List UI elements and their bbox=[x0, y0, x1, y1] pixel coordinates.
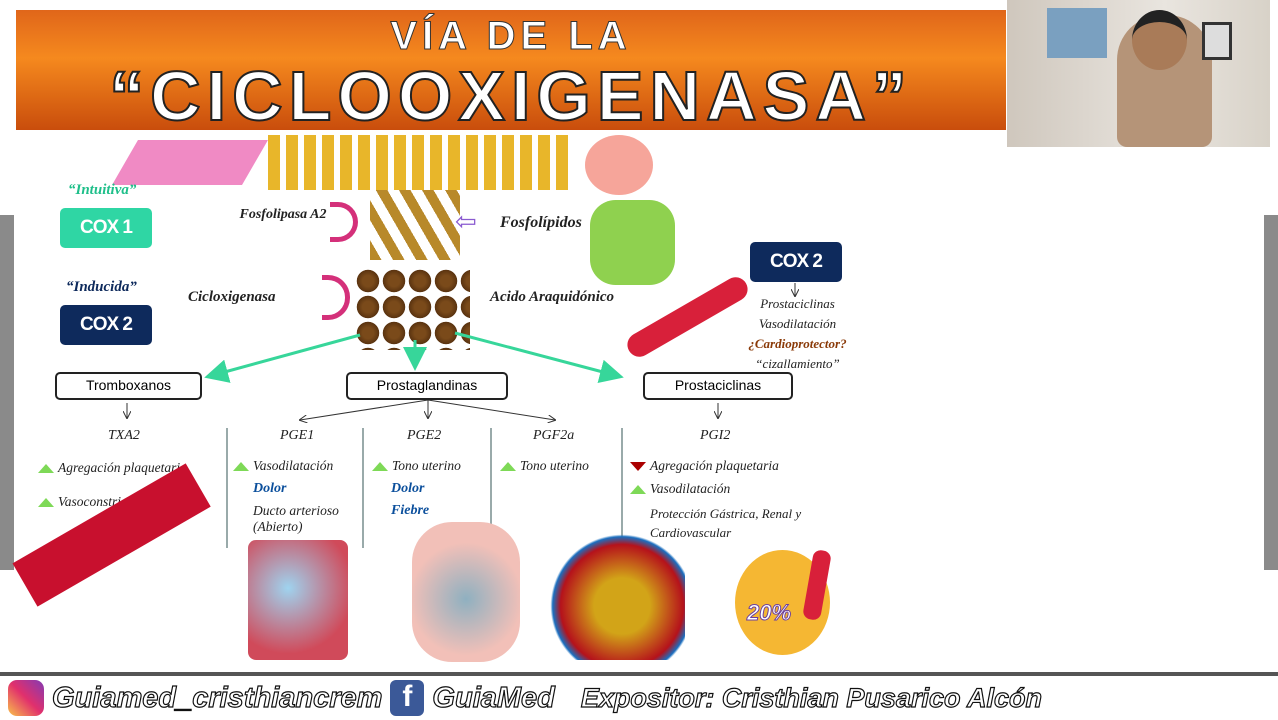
pge1-dolor: Dolor bbox=[253, 481, 287, 496]
expositor-label: Expositor: Cristhian Pusarico Alcón bbox=[580, 682, 1042, 713]
pgf2a-effect-1-text: Tono uterino bbox=[520, 458, 589, 473]
facebook-icon: f bbox=[390, 680, 425, 716]
acido-araquidonico-label: Acido Araquidónico bbox=[490, 289, 615, 305]
prostaglandinas-box: Prostaglandinas bbox=[346, 372, 508, 400]
presenter-head bbox=[1132, 10, 1187, 70]
curved-arrow-icon bbox=[322, 275, 350, 320]
up-arrow-icon bbox=[372, 462, 388, 472]
pge1-effect-1-text: Vasodilatación bbox=[253, 458, 334, 473]
txa2-effect-1: Agregación plaquetaria bbox=[38, 460, 187, 476]
title-line2: “CICLOOXIGENASA” bbox=[108, 56, 913, 136]
instagram-icon bbox=[8, 680, 44, 716]
cizallamiento-label: “cizallamiento” bbox=[755, 356, 840, 371]
up-arrow-icon bbox=[630, 485, 646, 495]
tromboxanos-box: Tromboxanos bbox=[55, 372, 202, 400]
txa2-effect-1-text: Agregación plaquetaria bbox=[58, 460, 187, 475]
title-banner: VÍA DE LA “CICLOOXIGENASA” bbox=[16, 10, 1006, 136]
fatty-acid-triangles bbox=[370, 190, 460, 260]
txa2-label: TXA2 bbox=[108, 428, 140, 443]
pge2-label: PGE2 bbox=[407, 428, 442, 443]
down-arrow-icon bbox=[630, 462, 646, 472]
kidney-percent: 20% bbox=[746, 600, 792, 626]
up-arrow-icon bbox=[38, 498, 54, 508]
pgi2-effect-2-text: Vasodilatación bbox=[650, 481, 731, 496]
pgi2-effect-1: Agregación plaquetaria bbox=[630, 458, 779, 474]
arrow-to-pge1 bbox=[300, 399, 429, 420]
up-arrow-icon bbox=[233, 462, 249, 472]
pge2-dolor: Dolor bbox=[391, 481, 425, 496]
child-crying-image bbox=[590, 200, 675, 285]
pgf2a-label: PGF2a bbox=[533, 428, 575, 443]
title-line1: VÍA DE LA bbox=[390, 14, 632, 59]
pgi2-effect-2: Vasodilatación bbox=[630, 481, 730, 497]
webcam-presenter bbox=[1007, 0, 1270, 147]
fosfolipasa-label: Fosfolipasa A2 bbox=[239, 207, 327, 222]
arrow-to-tromboxanos bbox=[204, 333, 361, 383]
divider bbox=[621, 428, 623, 548]
cardioprotector-label: ¿Cardioprotector? bbox=[748, 336, 847, 351]
divider bbox=[226, 428, 228, 548]
heart-image bbox=[248, 540, 348, 660]
pge1-effect-1: Vasodilatación bbox=[233, 458, 333, 474]
right-edge-bar bbox=[1264, 215, 1278, 570]
facebook-handle: GuiaMed bbox=[432, 681, 556, 714]
cicloxigenasa-label: Cicloxigenasa bbox=[188, 289, 276, 305]
pge2-effect-1: Tono uterino bbox=[372, 458, 461, 474]
pgf2a-effect-1: Tono uterino bbox=[500, 458, 589, 474]
instagram-handle: Guiamed_cristhiancrem bbox=[51, 681, 383, 714]
pge2-fiebre: Fiebre bbox=[391, 503, 430, 518]
fosfolipidos-label: Fosfolípidos bbox=[500, 214, 582, 231]
up-arrow-icon bbox=[500, 462, 516, 472]
arrow-to-prostaciclinas bbox=[454, 331, 624, 384]
up-arrow-icon bbox=[38, 464, 54, 474]
phospholipid-membrane-image bbox=[268, 135, 573, 190]
divider bbox=[362, 428, 364, 548]
pgi2-effect-3: Protección Gástrica, Renal y Cardiovascu… bbox=[650, 506, 802, 540]
sick-face-image bbox=[585, 135, 653, 195]
arrow-to-pgf2a bbox=[427, 399, 555, 420]
cox2-effect: Prostaciclinas bbox=[760, 296, 835, 311]
prostaciclinas-box: Prostaciclinas bbox=[643, 372, 793, 400]
pgi2-label: PGI2 bbox=[700, 428, 731, 443]
left-edge-bar bbox=[0, 215, 14, 570]
inducida-label: “Inducida” bbox=[66, 279, 137, 295]
uterus-image bbox=[412, 522, 520, 662]
left-arrow-icon: ⇦ bbox=[455, 207, 477, 236]
pge2-effect-1-text: Tono uterino bbox=[392, 458, 461, 473]
cox2-badge-left: COX 2 bbox=[60, 305, 152, 345]
footer-bar: Guiamed_cristhiancrem f GuiaMed Exposito… bbox=[0, 672, 1278, 720]
pge1-ducto: Ducto arterioso (Abierto) bbox=[253, 503, 339, 534]
wall-frame bbox=[1202, 22, 1232, 60]
intuitiva-label: “Intuitiva” bbox=[68, 182, 137, 198]
curved-arrow-icon bbox=[330, 202, 358, 242]
stomach-image bbox=[545, 525, 685, 660]
pge1-label: PGE1 bbox=[280, 428, 315, 443]
pgi2-effect-1-text: Agregación plaquetaria bbox=[650, 458, 779, 473]
arachidonic-acid-pentagons bbox=[355, 268, 470, 350]
cox1-badge: COX 1 bbox=[60, 208, 152, 248]
wall-poster bbox=[1047, 8, 1107, 58]
cox2-effect: Vasodilatación bbox=[758, 316, 837, 331]
divider bbox=[490, 428, 492, 548]
cox2-effects: Prostaciclinas Vasodilatación ¿Cardiopro… bbox=[730, 294, 865, 374]
cox2-badge-right: COX 2 bbox=[750, 242, 842, 282]
